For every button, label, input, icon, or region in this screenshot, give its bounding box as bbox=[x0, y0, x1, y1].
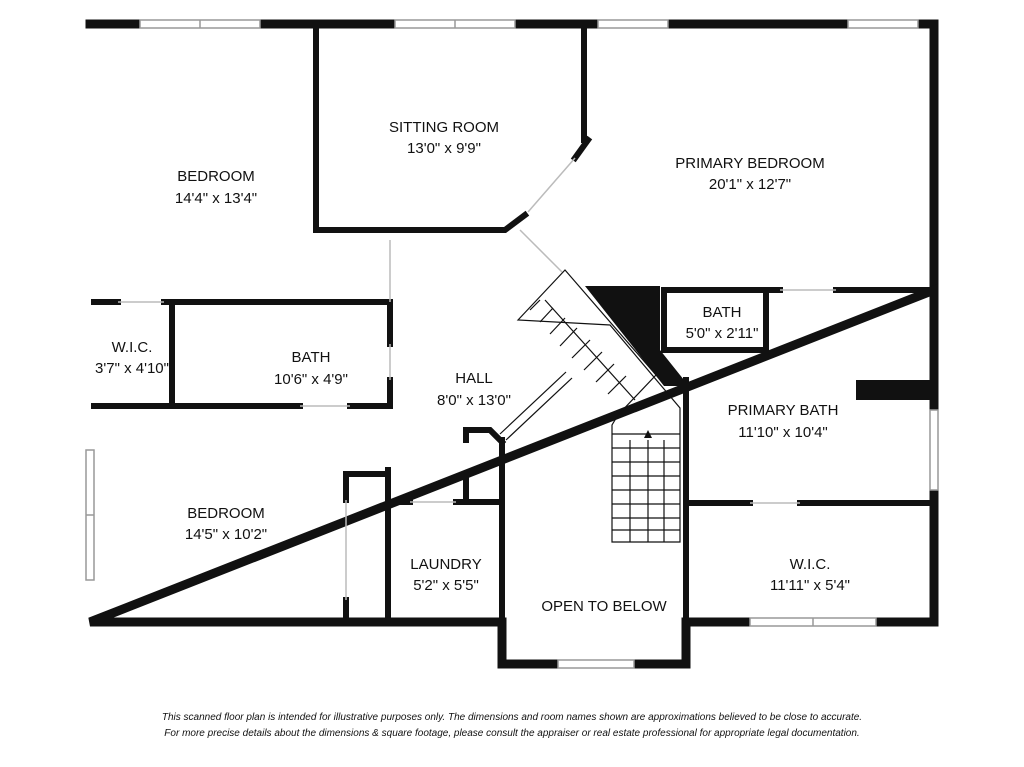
stair-up-arrow-icon bbox=[644, 430, 652, 438]
room-dims-hall: 8'0" x 13'0" bbox=[437, 392, 511, 409]
room-name-hall: HALL bbox=[455, 370, 493, 387]
interior-walls bbox=[91, 25, 937, 625]
room-dims-sitting-room: 13'0" x 9'9" bbox=[407, 140, 481, 157]
room-dims-bedroom-nw: 14'4" x 13'4" bbox=[175, 190, 257, 207]
room-dims-primary-bath: 11'10" x 10'4" bbox=[738, 424, 828, 441]
floor-plan: BEDROOM 14'4" x 13'4" SITTING ROOM 13'0"… bbox=[85, 19, 939, 669]
room-dims-bath-small: 5'0" x 2'11" bbox=[686, 325, 759, 342]
room-name-primary-bath: PRIMARY BATH bbox=[728, 402, 839, 419]
doorways bbox=[118, 157, 836, 600]
room-name-bedroom-nw: BEDROOM bbox=[177, 168, 255, 185]
room-dims-bedroom-sw: 14'5" x 10'2" bbox=[185, 526, 267, 543]
room-dims-wic-east: 11'11" x 5'4" bbox=[770, 577, 850, 594]
room-name-primary-bedroom: PRIMARY BEDROOM bbox=[675, 155, 824, 172]
disclaimer-line-1: This scanned floor plan is intended for … bbox=[161, 712, 863, 723]
room-dims-laundry: 5'2" x 5'5" bbox=[413, 577, 479, 594]
room-name-bath-west: BATH bbox=[292, 349, 331, 366]
room-name-bedroom-sw: BEDROOM bbox=[187, 505, 265, 522]
room-name-wic-west: W.I.C. bbox=[112, 339, 153, 356]
staircase bbox=[499, 269, 681, 543]
room-name-laundry: LAUNDRY bbox=[410, 556, 481, 573]
disclaimer-line-2: For more precise details about the dimen… bbox=[164, 728, 860, 739]
room-name-open-to-below: OPEN TO BELOW bbox=[541, 598, 667, 615]
room-name-bath-small: BATH bbox=[703, 304, 742, 321]
room-name-wic-east: W.I.C. bbox=[790, 556, 831, 573]
wall-blocks bbox=[585, 286, 930, 400]
room-name-sitting-room: SITTING ROOM bbox=[389, 119, 499, 136]
room-labels: BEDROOM 14'4" x 13'4" SITTING ROOM 13'0"… bbox=[95, 119, 850, 615]
windows bbox=[85, 19, 939, 669]
room-dims-primary-bedroom: 20'1" x 12'7" bbox=[709, 176, 791, 193]
room-dims-bath-west: 10'6" x 4'9" bbox=[274, 371, 348, 388]
room-dims-wic-west: 3'7" x 4'10" bbox=[95, 360, 169, 377]
